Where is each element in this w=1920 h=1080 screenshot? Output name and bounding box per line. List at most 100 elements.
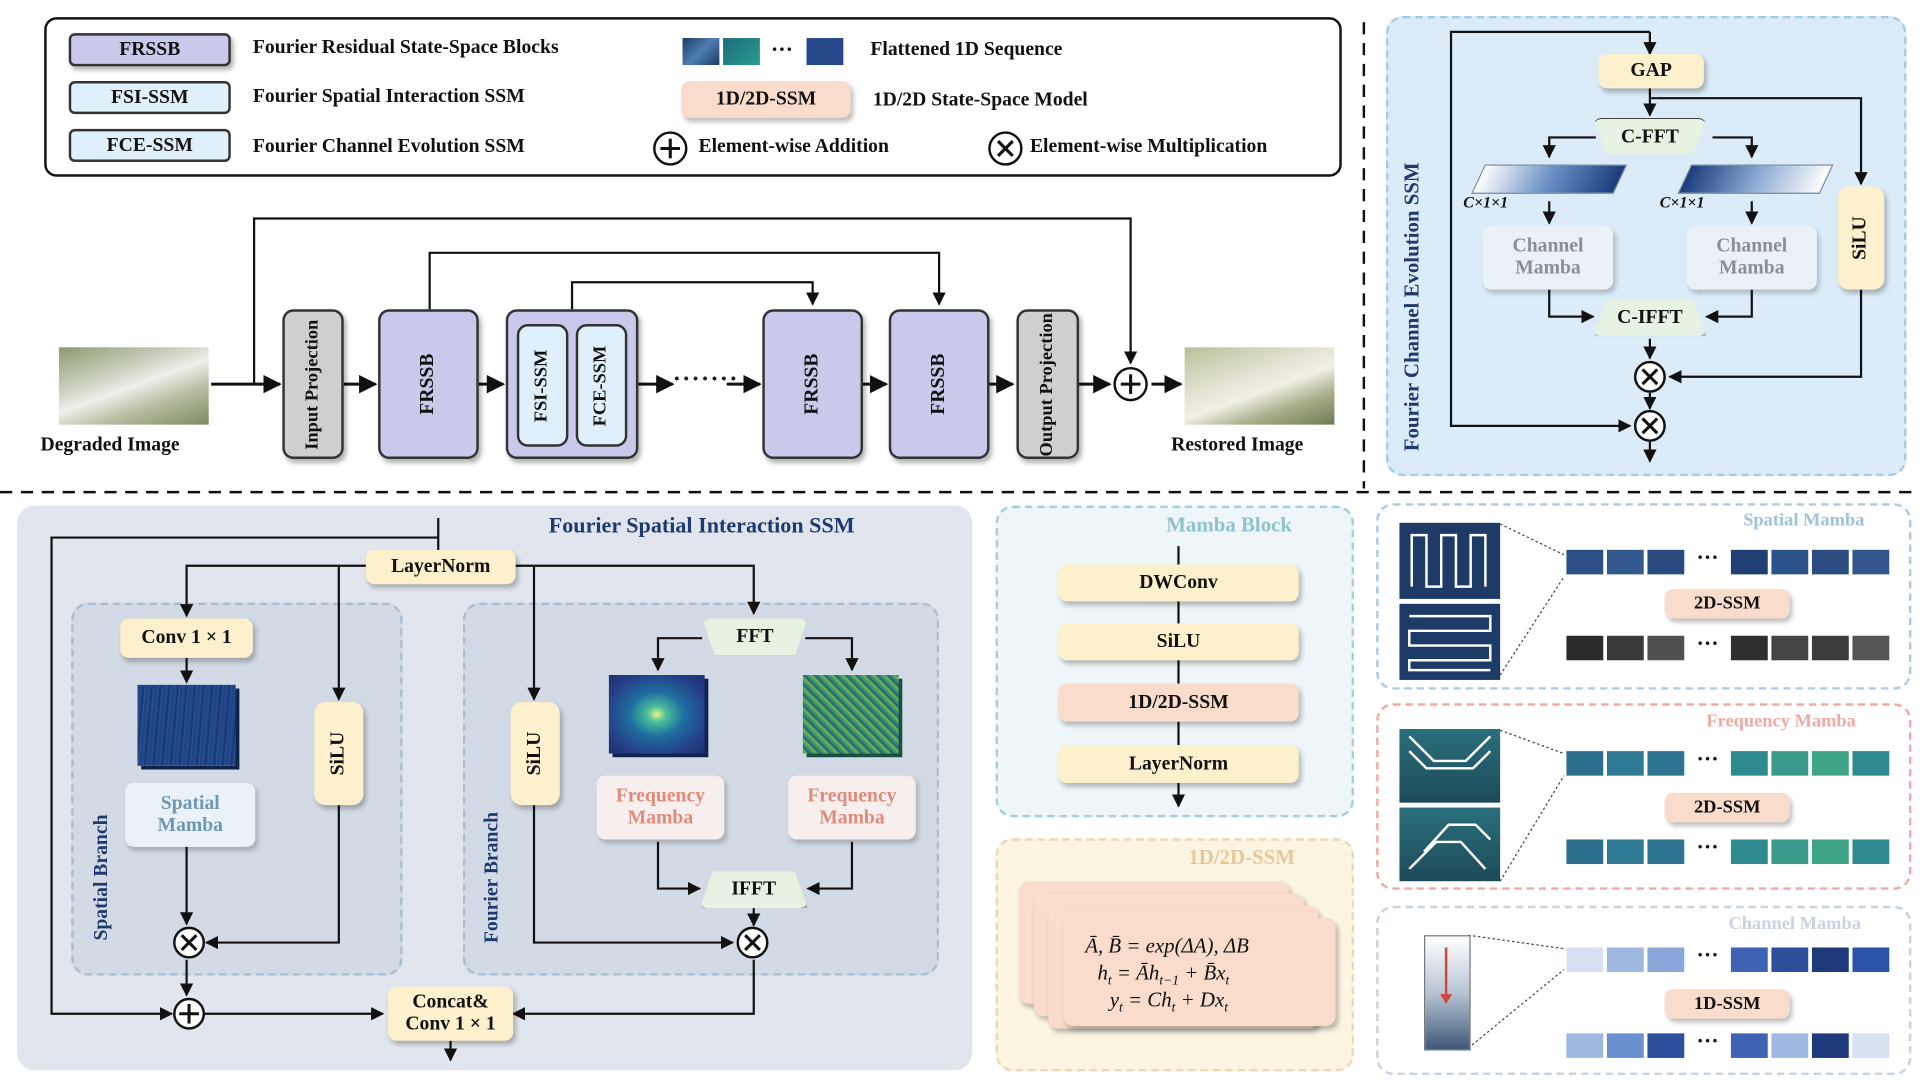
channel-mamba-right: Channel Mamba (1686, 225, 1817, 290)
concat-block: Concat& Conv 1 × 1 (387, 986, 514, 1041)
fce-silu-block: SiLU (1837, 186, 1885, 290)
ssm-panel-title: 1D/2D-SSM (1188, 845, 1296, 869)
legend-box (44, 17, 1342, 177)
sequence-tile (1852, 1033, 1890, 1058)
frssb-label: FRSSB (928, 353, 949, 415)
fsi-ssm-label: FSI-SSM (532, 349, 552, 422)
channel-scan-arrow (1439, 947, 1453, 1004)
sequence-tile (1771, 839, 1809, 865)
sequence-tile (1771, 549, 1809, 575)
legend-seq-ellipsis: ··· (770, 36, 794, 62)
frequency-2d-ssm: 2D-SSM (1664, 792, 1790, 823)
sequence-tile (1647, 751, 1685, 776)
sequence-tile (1852, 839, 1890, 865)
fce-ssm-label: FCE-SSM (591, 344, 611, 426)
fft-block: FFT (702, 618, 808, 656)
sequence-tile (1730, 635, 1768, 661)
fce-panel-title-wrap: Fourier Channel Evolution SSM (1395, 147, 1432, 466)
channel-seq-row-2: ··· (1566, 1028, 1890, 1060)
legend-fce-desc: Fourier Channel Evolution SSM (252, 136, 525, 158)
sequence-tile (1811, 947, 1849, 973)
sequence-tile (1811, 635, 1849, 661)
channel-cube (1424, 935, 1471, 1051)
legend-frssb-desc: Fourier Residual State-Space Blocks (252, 36, 559, 58)
sequence-tile (1606, 635, 1644, 661)
legend-mul-desc: Element-wise Multiplication (1029, 136, 1268, 158)
ssm-equations: Ā, B̄ = exp(ΔA), ΔB ht = Āht−1 + B̄xt yt… (1083, 933, 1249, 1014)
channel-vector-left (1471, 164, 1628, 194)
spatial-feature-map (137, 684, 236, 766)
frssb-label: FRSSB (801, 353, 823, 415)
channel-seq-row-1: ··· (1566, 943, 1890, 974)
spatial-scan-title: Spatial Mamba (1743, 510, 1865, 531)
sequence-tile (1606, 1033, 1644, 1058)
spatial-seq-row-1: ··· (1566, 544, 1890, 576)
fce-silu-label: SiLU (1849, 216, 1871, 260)
degraded-label: Degraded Image (40, 434, 180, 456)
concat-label-1: Concat& (412, 991, 489, 1013)
sequence-tile (1566, 751, 1604, 776)
conv1x1-block: Conv 1 × 1 (120, 618, 253, 658)
mamba-block-title: Mamba Block (1166, 513, 1293, 537)
restored-image (1184, 347, 1335, 425)
pipeline-ellipsis: ······· (672, 365, 739, 393)
amplitude-spectrum (608, 675, 705, 754)
sequence-tile (1647, 549, 1685, 575)
frequency-scan-pattern-2 (1399, 807, 1501, 882)
legend-seq-desc: Flattened 1D Sequence (870, 39, 1063, 61)
sequence-tile (1566, 635, 1604, 661)
gap-block: GAP (1598, 54, 1704, 89)
ssm-equations-card (1063, 918, 1336, 1027)
sequence-tile (1647, 839, 1685, 865)
fsi-ssm-block: FSI-SSM (516, 324, 569, 447)
input-projection-block: Input Projection (282, 309, 344, 460)
sequence-ellipsis: ··· (1696, 630, 1719, 656)
svg-text:yt = Cht + Dxt: yt = Cht + Dxt (1108, 987, 1229, 1014)
sequence-tile (1606, 751, 1644, 776)
legend-add-desc: Element-wise Addition (698, 136, 889, 158)
frssb-block-1: FRSSB (378, 309, 479, 460)
channel-scan-title: Channel Mamba (1728, 914, 1861, 934)
spatial-mamba-block: Spatial Mamba (125, 783, 256, 847)
mamba-silu-block: SiLU (1058, 623, 1299, 661)
spatial-branch-label-wrap: Spatial Branch (86, 785, 118, 969)
fce-panel-title: Fourier Channel Evolution SSM (1400, 162, 1425, 452)
spatial-scan-arrows-1 (1410, 533, 1487, 588)
legend-fce-key: FCE-SSM (68, 128, 231, 163)
sequence-ellipsis: ··· (1696, 544, 1719, 570)
frequency-scan-pattern-1 (1399, 729, 1501, 803)
frssb-block-3: FRSSB (762, 309, 864, 460)
legend-seq-tile-2 (723, 38, 760, 66)
spatial-branch-label: Spatial Branch (90, 814, 112, 941)
fsi-panel-title: Fourier Spatial Interaction SSM (548, 513, 855, 538)
sequence-tile (1730, 947, 1768, 973)
sequence-ellipsis: ··· (1696, 746, 1719, 771)
fce-ssm-block: FCE-SSM (575, 324, 628, 447)
legend-ssm-key: 1D/2D-SSM (681, 81, 851, 118)
sequence-tile (1647, 635, 1685, 661)
sequence-tile (1606, 947, 1644, 973)
channel-mamba-left: Channel Mamba (1482, 225, 1614, 290)
fourier-branch-label: Fourier Branch (481, 811, 503, 944)
legend-ssm-desc: 1D/2D State-Space Model (872, 89, 1088, 111)
mamba-layernorm-block: LayerNorm (1058, 744, 1299, 784)
fsi-layernorm: LayerNorm (365, 549, 516, 585)
spatial-silu-block: SiLU (314, 702, 364, 806)
legend-seq-tile-3 (806, 38, 844, 66)
sequence-tile (1730, 839, 1768, 865)
sequence-tile (1811, 549, 1849, 575)
ifft-block: IFFT (699, 871, 808, 909)
sequence-tile (1811, 839, 1849, 865)
sequence-tile (1566, 549, 1604, 575)
frequency-seq-row-1: ··· (1566, 746, 1890, 778)
sequence-tile (1566, 947, 1604, 973)
shape-label-left: C×1×1 (1463, 192, 1509, 212)
frequency-scan-title: Frequency Mamba (1706, 711, 1856, 732)
output-projection-label: Output Projection (1037, 312, 1057, 456)
channel-vector-right (1677, 164, 1834, 194)
sequence-ellipsis: ··· (1696, 834, 1719, 860)
sequence-tile (1647, 1033, 1685, 1058)
frssb-label: FRSSB (417, 353, 439, 415)
